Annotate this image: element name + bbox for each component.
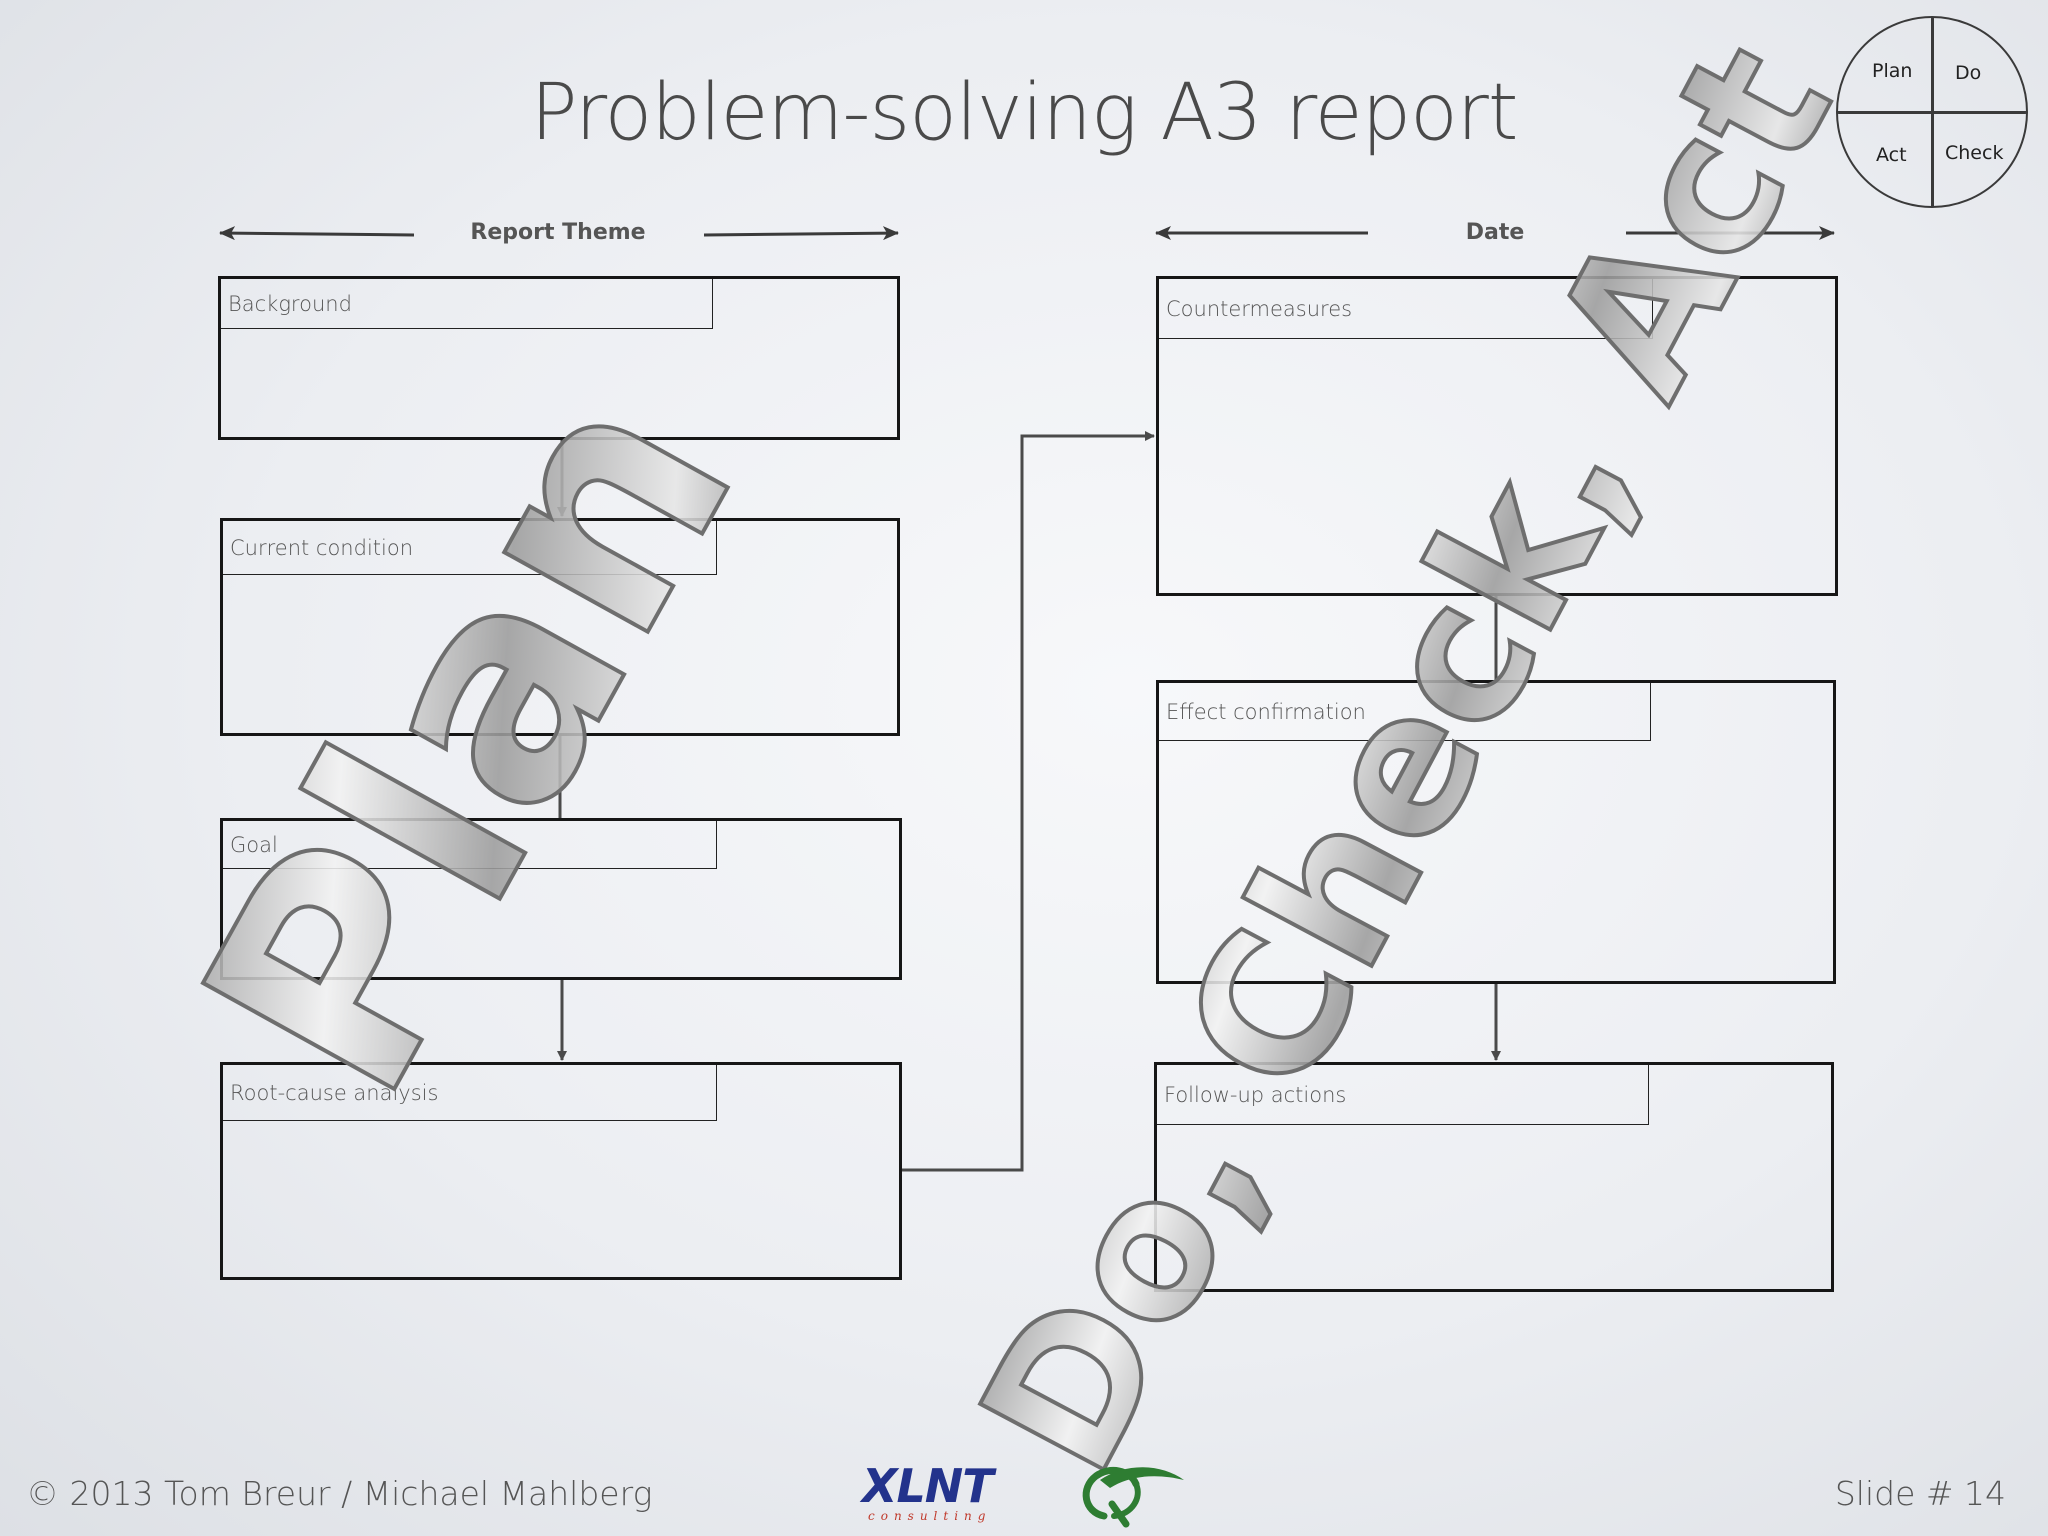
countermeasures-label: Countermeasures (1159, 279, 1653, 339)
report-theme-right-arrow (703, 226, 899, 241)
goal-box: Goal (220, 818, 902, 980)
slide-title: Problem-solving A3 report (530, 68, 1519, 158)
report-theme-label: Report Theme (470, 220, 646, 245)
pdca-act: Act (1876, 144, 1907, 166)
report-theme-left-arrow (219, 226, 415, 241)
effect-confirmation-box: Effect confirmation (1156, 680, 1836, 984)
pdca-circle: Plan Do Act Check (1836, 16, 2028, 208)
goal-label: Goal (223, 821, 717, 869)
follow-up-box: Follow-up actions (1154, 1062, 1834, 1292)
plan-watermark: Plan (138, 332, 801, 1147)
q-logo-icon (1082, 1466, 1184, 1528)
report-theme-arrows (219, 226, 899, 241)
root-cause-box: Root-cause analysis (220, 1062, 902, 1280)
pdca-horizontal-divider (1838, 111, 2026, 114)
root-cause-label: Root-cause analysis (223, 1065, 717, 1121)
slide-number: Slide # 14 (1834, 1474, 2006, 1513)
xlnt-logo: XLNT consulting (862, 1462, 1022, 1524)
current-condition-label: Current condition (223, 521, 717, 575)
current-condition-box: Current condition (220, 518, 900, 736)
date-label: Date (1465, 220, 1525, 245)
background-box: Background (218, 276, 900, 440)
follow-up-label: Follow-up actions (1157, 1065, 1649, 1125)
arrow-rootcause-to-countermeasures (902, 431, 1155, 1172)
copyright-footer: © 2013 Tom Breur / Michael Mahlberg (26, 1474, 653, 1513)
xlnt-logo-text: XLNT (862, 1459, 994, 1513)
pdca-check: Check (1945, 142, 2004, 164)
xlnt-logo-subtext: consulting (868, 1509, 992, 1523)
pdca-do: Do (1955, 62, 1982, 84)
background-label: Background (221, 279, 713, 329)
do-check-act-watermark: Do, Check, Act (939, 12, 1875, 1507)
countermeasures-box: Countermeasures (1156, 276, 1838, 596)
pdca-plan: Plan (1872, 60, 1913, 82)
flow-connectors (557, 431, 1501, 1172)
effect-confirmation-label: Effect confirmation (1159, 683, 1651, 741)
